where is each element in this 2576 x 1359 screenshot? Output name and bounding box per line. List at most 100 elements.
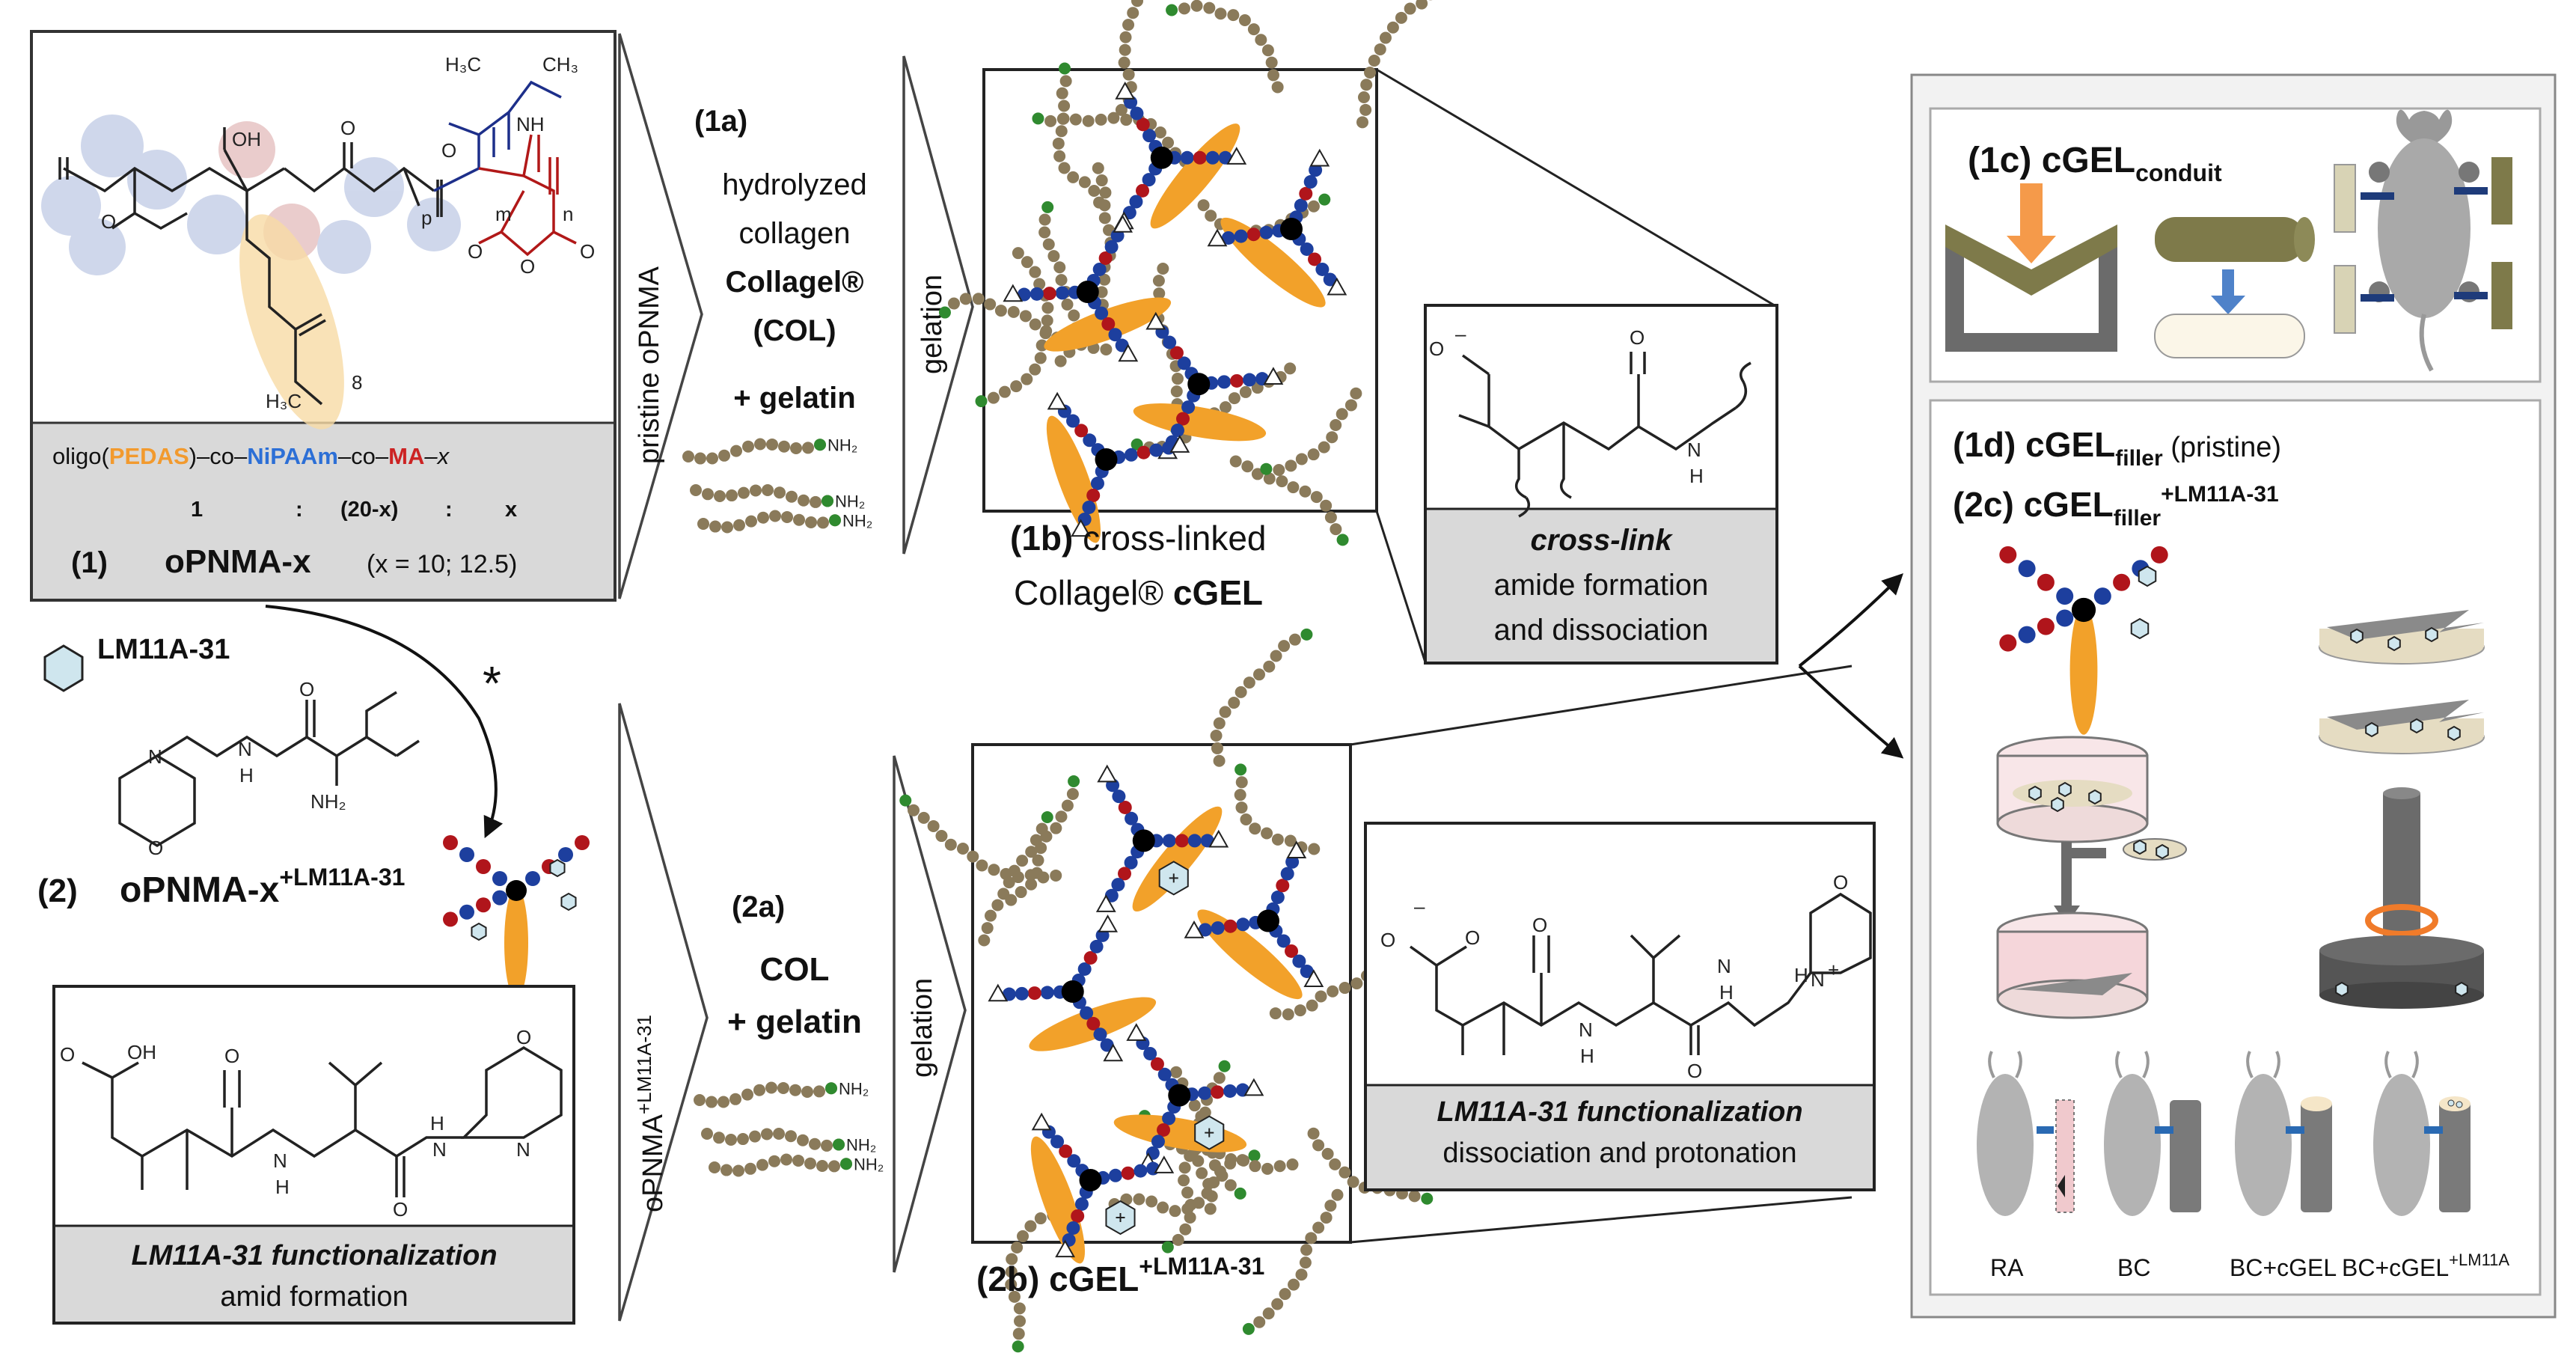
gelatin-bead [1359, 103, 1372, 116]
amine-end-bead [1041, 811, 1053, 824]
panel-1b: (1b) cross-linked Collagel® cGEL [938, 0, 1433, 612]
oligomer-bead [1999, 546, 2017, 564]
gelatin-bead [1041, 314, 1053, 327]
gelation-label-top: gelation [917, 275, 948, 374]
gelatin-bead [769, 510, 781, 522]
oligomer-bead [558, 847, 573, 862]
oligomer-bead [1124, 448, 1138, 462]
oligomer-bead [2018, 560, 2036, 578]
anhydride-marker [1003, 284, 1024, 302]
gelatin-bead [714, 489, 726, 502]
gelatin-bead [1037, 871, 1050, 884]
gelatin-bead [1032, 854, 1044, 867]
p2-chem-n: N [273, 1149, 287, 1172]
anhydride-marker [1097, 764, 1118, 783]
panel1-name: oPNMA-x [165, 543, 311, 580]
dis-chem-h3: H [1794, 964, 1808, 986]
gelatin-bead [1178, 2, 1190, 15]
gelatin-bead [1265, 56, 1278, 69]
panel-2: (2) oPNMA-x+LM11A-31 O OH O N H O H N N … [37, 835, 590, 1325]
dish-icons [1996, 736, 2187, 1019]
gelatin-bead [1056, 87, 1068, 100]
gelatin-bead [947, 297, 960, 310]
oligomer-bead [1217, 375, 1232, 389]
gelatin-bead [706, 452, 718, 465]
gelatin-bead [1170, 385, 1183, 397]
oligomer-bead [1157, 1067, 1172, 1081]
gelatin-bead [1203, 1, 1216, 14]
press-icon [2319, 787, 2484, 1009]
gelatin-bead [1055, 810, 1068, 823]
oligomer-bead [2056, 609, 2074, 627]
chem-label-8: 8 [352, 371, 362, 394]
gelatin-bead [1249, 1160, 1261, 1173]
network-1b [938, 0, 1433, 546]
anhydride-marker [1207, 228, 1228, 247]
oligomer-bead [1198, 1086, 1212, 1100]
amine-end-bead [1242, 1322, 1255, 1335]
dissociation-box: O – O O N H O N H N H + O LM11A-31 funct… [1364, 822, 1876, 1191]
lm11a-hexagon-icon [2455, 981, 2468, 998]
gelatin-bead [745, 515, 757, 528]
filler-disc-icons [2319, 610, 2485, 754]
oligomer-bead [1121, 1166, 1135, 1180]
gelatin-bead [967, 850, 979, 863]
crosslink-n: N [1687, 439, 1701, 461]
chem-label-ch3-top: CH₃ [542, 53, 578, 76]
oligomer-bead [2018, 626, 2036, 644]
gelatin-bead [1122, 19, 1135, 31]
oligomer-core [1150, 146, 1173, 169]
gelatin-bead [1213, 1072, 1226, 1084]
gelatin-bead [1029, 363, 1041, 376]
step-1a-line2: collagen [738, 217, 850, 250]
ratio-sep-1: : [296, 498, 303, 522]
oligomer-bead [1187, 834, 1202, 848]
gelatin-bead [1016, 855, 1029, 867]
oligomer-bead [1136, 183, 1150, 198]
lm11a-hexagon-icon [2335, 981, 2349, 998]
lm11a-hexagon-icon [560, 892, 577, 911]
gelatin-bead [1331, 1188, 1344, 1201]
gelatin-bead [1271, 833, 1284, 846]
gelatin-bead [816, 1160, 828, 1173]
oligomer-bead [1205, 150, 1220, 165]
pedas-highlight [239, 214, 344, 430]
oligomer-bead [1236, 917, 1250, 932]
gelatin-bead [1069, 113, 1082, 126]
oligomer-bead [1309, 163, 1323, 177]
gelatin-bead [1000, 867, 1012, 880]
gelatin-bead [1184, 1198, 1197, 1211]
gelatin-bead [1119, 43, 1131, 56]
oligomer-bead [1999, 634, 2017, 652]
lm11a-hexagon-icon [2425, 626, 2438, 643]
group-bc-label: BC [2117, 1254, 2150, 1281]
step-1a-line4: (COL) [753, 314, 836, 347]
gelatin-bead [978, 934, 991, 947]
gelatin-bead [1243, 677, 1255, 689]
oligomer-bead [1124, 855, 1138, 870]
amine-end-bead [1032, 112, 1044, 125]
gelatin-bead [1329, 1158, 1341, 1170]
rat-implant-icon [2334, 109, 2512, 372]
gelatin-bead [1239, 385, 1252, 398]
gelatin-bead [1058, 162, 1071, 174]
lm11a-hexagon-icon [2156, 843, 2169, 860]
p2-chem-oh: OH [127, 1041, 156, 1063]
gelatin-bead [713, 1132, 725, 1144]
anhydride-marker [988, 983, 1009, 1002]
oligomer-bead [1193, 150, 1207, 165]
gelatin-bead [726, 489, 738, 502]
oligomer-core [1061, 980, 1084, 1003]
gelatin-bead [754, 438, 766, 451]
oligomer-bead [1230, 373, 1244, 388]
oligomer-bead [1066, 1221, 1080, 1235]
oligomer-bead [1040, 986, 1054, 1000]
gelatin-bead [1321, 1147, 1334, 1160]
gelatin-bead [1320, 1212, 1333, 1224]
gelatin-bead [1202, 1178, 1215, 1191]
step-2a-label: (2a) [732, 891, 785, 923]
gelatin-bead [733, 519, 745, 531]
gelatin-bead [1278, 640, 1291, 653]
lm11a-hexagon-icon [2130, 617, 2150, 640]
